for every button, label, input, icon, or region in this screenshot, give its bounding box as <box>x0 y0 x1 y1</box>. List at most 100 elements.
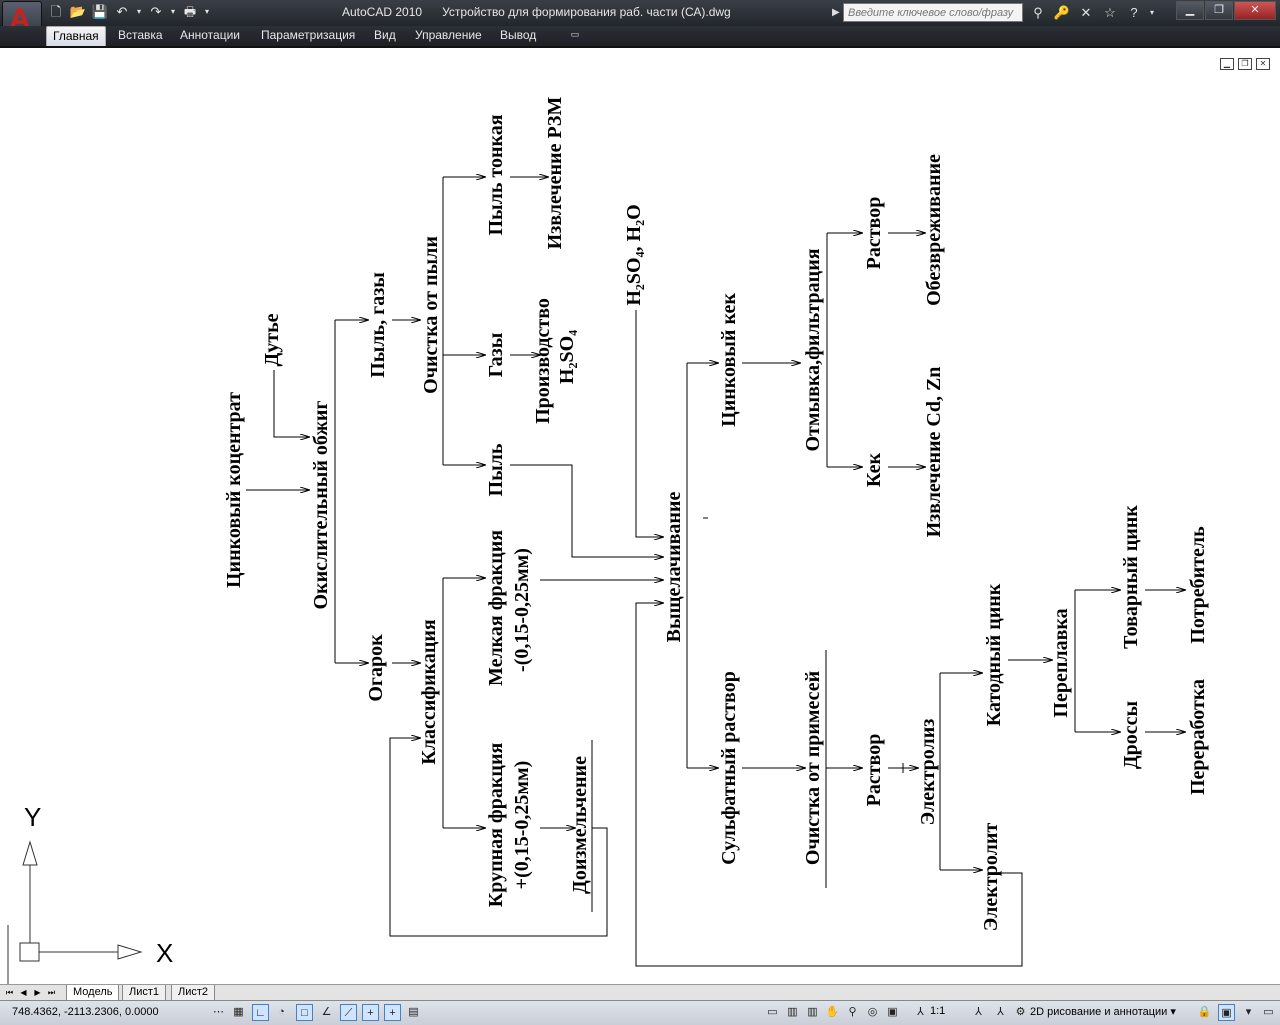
node-commercial-zinc: Товарный цинк <box>1120 505 1142 649</box>
viewport-minimize-icon[interactable]: ▁ <box>1220 58 1234 70</box>
grid-icon[interactable]: ▦ <box>233 1006 244 1018</box>
tab-annotate[interactable]: Аннотации <box>180 28 240 42</box>
quick-properties-icon[interactable]: ▤ <box>408 1006 419 1018</box>
lineweight-icon[interactable]: + <box>384 1004 401 1021</box>
node-electrolysis: Электролиз <box>917 719 939 826</box>
annotation-visibility-icon[interactable]: ⅄ <box>975 1006 982 1018</box>
node-solution-2: Раствор <box>863 734 885 807</box>
tab-output[interactable]: Вывод <box>500 28 537 42</box>
node-processing: Переработка <box>1187 679 1209 795</box>
first-tab-icon[interactable]: ⏮ <box>5 988 14 997</box>
undo-dropdown-icon[interactable]: ▾ <box>136 7 141 16</box>
viewport-restore-icon[interactable]: ❐ <box>1238 58 1252 70</box>
tab-sheet1[interactable]: Лист1 <box>122 985 167 1001</box>
tab-home[interactable]: Главная <box>46 26 106 46</box>
ucs-icon: Y X <box>7 802 173 984</box>
undo-icon[interactable]: ↶ <box>116 4 128 19</box>
document-title: Устройство для формирования раб. части (… <box>442 5 731 19</box>
node-cake: Кек <box>863 452 885 487</box>
viewport-close-icon[interactable]: ✕ <box>1256 58 1270 70</box>
open-icon[interactable]: 📂 <box>69 4 87 19</box>
node-fine-fraction: Мелкая фракция <box>485 530 507 686</box>
close-button[interactable]: ✕ <box>1234 1 1276 20</box>
communication-center-icon[interactable]: ✕ <box>1080 5 1092 20</box>
tab-parametric[interactable]: Параметризация <box>261 28 356 42</box>
node-gases: Газы <box>485 332 507 377</box>
node-dust: Пыль <box>485 443 507 496</box>
node-washing-filtration: Отмывка,фильтрация <box>802 248 824 451</box>
restore-button[interactable]: ❐ <box>1205 1 1233 20</box>
node-impurity-cleaning: Очистка от примесей <box>802 671 824 865</box>
plot-icon[interactable]: 🖶 <box>183 4 197 19</box>
drawing-area[interactable]: Цинковый коцентрат Дутье Окислительный о… <box>0 48 1280 984</box>
node-regrinding: Доизмельчение <box>569 756 591 894</box>
node-dust-cleaning: Очистка от пыли <box>420 236 442 394</box>
search-expand-icon[interactable]: ▶ <box>832 7 840 18</box>
pan-icon[interactable]: ✋ <box>825 1006 840 1018</box>
minimize-button[interactable]: ▁ <box>1176 1 1204 20</box>
qat-dropdown-icon[interactable]: ▾ <box>204 7 209 16</box>
app-title: AutoCAD 2010 <box>342 5 423 19</box>
node-cathode-zinc: Катодный цинк <box>983 583 1005 726</box>
node-blast: Дутье <box>261 313 283 366</box>
node-acid-production: Производство <box>532 298 554 424</box>
redo-icon[interactable]: ↷ <box>150 4 162 19</box>
annotation-scale[interactable]: 1:1 <box>930 1005 946 1017</box>
node-rem-extraction: Извлечение РЗМ <box>544 97 566 250</box>
node-cinder: Огарок <box>365 634 387 702</box>
clean-screen-icon[interactable]: ▭ <box>1263 1006 1274 1018</box>
showmotion-icon[interactable]: ▣ <box>887 1006 898 1018</box>
coordinates-readout[interactable]: 748.4362, -2113.2306, 0.0000 <box>12 1006 159 1018</box>
subscription-icon[interactable]: 🔑 <box>1053 5 1071 20</box>
otrack-icon[interactable]: ∠ <box>321 1006 332 1018</box>
window-controls: ▁ ❐ ✕ <box>1176 1 1276 20</box>
hardware-acceleration-icon[interactable]: ▣ <box>1218 1004 1235 1021</box>
steeringwheel-icon[interactable]: ◎ <box>867 1006 878 1018</box>
ribbon-tab-bar: Главная Вставка Аннотации Параметризация… <box>0 26 1280 46</box>
dyn-icon[interactable]: + <box>362 1004 379 1021</box>
next-tab-icon[interactable]: ▶ <box>34 988 41 997</box>
tab-model[interactable]: Модель <box>66 985 120 1001</box>
ducs-icon[interactable]: ⟋ <box>340 1004 357 1021</box>
help-dropdown-icon[interactable]: ▾ <box>1149 8 1154 17</box>
ribbon-minimize-icon[interactable]: ▭ <box>570 29 580 39</box>
quick-view-drawings-icon[interactable]: ▥ <box>807 1006 818 1018</box>
redo-dropdown-icon[interactable]: ▾ <box>170 7 175 16</box>
node-dust-gases: Пыль, газы <box>367 272 389 378</box>
snap-icon[interactable]: ⋯ <box>213 1006 224 1018</box>
lock-icon[interactable]: 🔒 <box>1197 1006 1212 1018</box>
favorites-icon[interactable]: ☆ <box>1104 5 1116 20</box>
annotation-scale-icon[interactable]: ⅄ <box>917 1006 924 1018</box>
search-input[interactable]: Введите ключевое слово/фразу <box>843 3 1023 22</box>
tab-view[interactable]: Вид <box>374 28 396 42</box>
quick-access-toolbar: 🗋 📂 💾 ↶ ▾ ↷ ▾ 🖶 ▾ <box>46 3 212 23</box>
new-icon[interactable]: 🗋 <box>50 4 62 19</box>
node-coarse-fraction-size: +(0,15-0,25мм) <box>511 761 533 890</box>
tab-insert[interactable]: Вставка <box>118 28 163 42</box>
workspace-switcher[interactable]: 2D рисование и аннотации ▾ <box>1030 1006 1176 1018</box>
binoculars-icon[interactable]: ⚲ <box>1033 5 1043 20</box>
prev-tab-icon[interactable]: ◀ <box>20 988 27 997</box>
node-sulfate-solution: Сульфатный раствор <box>718 671 740 865</box>
workspace-gear-icon[interactable]: ⚙ <box>1015 1006 1026 1018</box>
tab-manage[interactable]: Управление <box>415 28 482 42</box>
quick-view-layouts-icon[interactable]: ▥ <box>787 1006 798 1018</box>
tab-sheet2[interactable]: Лист2 <box>171 985 216 1001</box>
save-icon[interactable]: 💾 <box>91 4 109 19</box>
help-icon[interactable]: ? <box>1130 5 1138 20</box>
ortho-icon[interactable]: ∟ <box>252 1004 269 1021</box>
ucs-x-label: X <box>156 938 173 968</box>
node-zinc-cake: Цинковый кек <box>718 293 740 427</box>
ribbon-divider <box>0 46 1280 48</box>
osnap-icon[interactable]: □ <box>296 1004 313 1021</box>
zoom-icon[interactable]: ⚲ <box>848 1006 857 1018</box>
node-cd-zn-extraction: Извлечение Cd, Zn <box>923 367 945 538</box>
ucs-y-label: Y <box>24 802 41 832</box>
last-tab-icon[interactable]: ⏭ <box>47 988 56 997</box>
model-space-icon[interactable]: ▭ <box>767 1006 778 1018</box>
polar-icon[interactable]: ◔ <box>278 1006 285 1018</box>
isolate-objects-icon[interactable]: ▾ <box>1245 1006 1252 1018</box>
node-coarse-fraction: Крупная фракция <box>485 743 507 908</box>
auto-scale-icon[interactable]: ⅄ <box>997 1006 1004 1018</box>
node-remelting: Переплавка <box>1050 608 1072 717</box>
